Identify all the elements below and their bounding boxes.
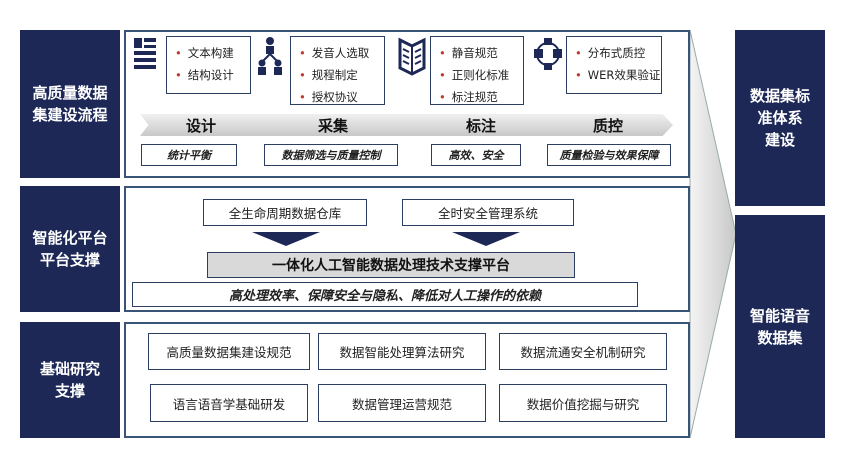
note-design: 统计平衡 — [141, 144, 237, 166]
item: 发音人选取 — [299, 42, 384, 64]
people-hierarchy-icon — [256, 36, 284, 80]
research-item: 高质量数据集建设规范 — [148, 333, 310, 370]
down-arrow-icon — [452, 232, 520, 246]
security-system-box: 全时安全管理系统 — [402, 199, 574, 226]
item: 文本构建 — [175, 42, 250, 64]
label-platform-support: 智能化平台 平台支撑 — [20, 186, 120, 312]
platform-benefit: 高处理效率、保障安全与隐私、降低对人工操作的依赖 — [132, 282, 638, 307]
stage-annotate: 标注 — [405, 114, 557, 136]
network-nodes-icon — [534, 36, 562, 76]
stage-qc: 质控 — [543, 114, 673, 136]
document-list-icon — [134, 36, 160, 72]
research-item: 数据管理运营规范 — [318, 384, 486, 422]
stage-annotate-items: 静音规范正则化标准标注规范 — [430, 36, 524, 105]
down-arrow-icon — [252, 232, 320, 246]
item: WER效果验证 — [575, 64, 661, 86]
platform-title: 一体化人工智能数据处理技术支撑平台 — [207, 252, 575, 278]
research-item: 语言语音学基础研发 — [150, 384, 308, 422]
stage-collect-items: 发音人选取规程制定授权协议 — [290, 36, 385, 105]
note-qc: 质量检验与效果保障 — [547, 144, 671, 166]
data-warehouse-box: 全生命周期数据仓库 — [203, 199, 367, 226]
stage-collect: 采集 — [248, 114, 418, 136]
item: 静音规范 — [439, 42, 523, 64]
note-collect: 数据筛选与质量控制 — [264, 144, 398, 166]
label-standard-system: 数据集标 准体系 建设 — [735, 30, 825, 206]
research-item: 数据价值挖掘与研究 — [499, 384, 667, 422]
item: 正则化标准 — [439, 64, 523, 86]
note-annotate: 高效、安全 — [431, 144, 521, 166]
label-dataset-process: 高质量数据 集建设流程 — [20, 30, 120, 178]
stage-design-items: 文本构建结构设计 — [166, 36, 251, 94]
research-item: 数据流通安全机制研究 — [499, 333, 667, 370]
item: 标注规范 — [439, 86, 523, 108]
stage-qc-items: 分布式质控WER效果验证 — [566, 36, 662, 94]
item: 授权协议 — [299, 86, 384, 108]
stage-design: 设计 — [140, 114, 262, 136]
item: 结构设计 — [175, 64, 250, 86]
item: 规程制定 — [299, 64, 384, 86]
research-item: 数据智能处理算法研究 — [318, 333, 486, 370]
label-voice-dataset: 智能语音 数据集 — [735, 215, 825, 438]
label-research-support: 基础研究 支撑 — [20, 322, 120, 438]
open-book-icon — [398, 36, 426, 80]
item: 分布式质控 — [575, 42, 661, 64]
big-right-arrow — [689, 30, 737, 438]
